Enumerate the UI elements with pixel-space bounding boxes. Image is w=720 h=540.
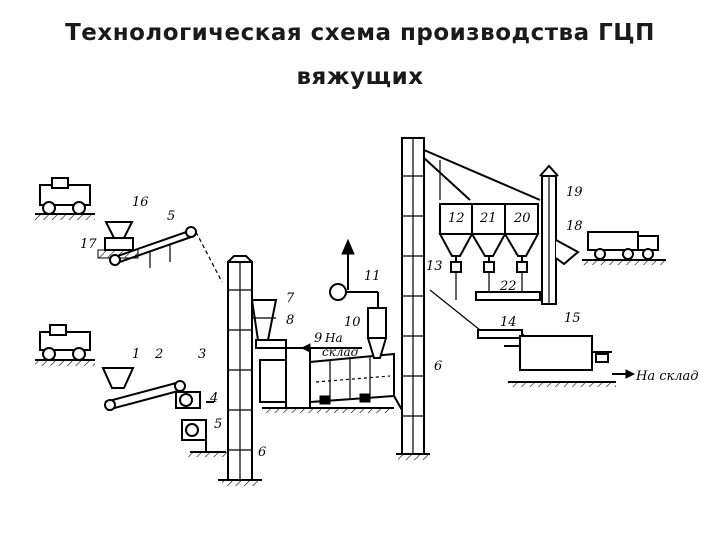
label-12: 12 xyxy=(448,211,465,226)
label-16: 16 xyxy=(132,195,149,210)
label-21: 21 xyxy=(479,211,497,226)
truck-bottom-left xyxy=(35,324,95,366)
hopper-1-conveyor-2 xyxy=(101,367,186,411)
bin-7-feeder-8 xyxy=(250,299,287,349)
truck-top-left xyxy=(35,177,95,220)
label-8: 8 xyxy=(286,313,294,328)
elevator-19-bin-18 xyxy=(539,164,580,305)
label-20: 20 xyxy=(513,211,531,226)
elevator-6-right xyxy=(393,137,541,460)
diagram-title-line-2: вяжущих xyxy=(296,64,424,90)
silos-12-21-20 xyxy=(429,203,541,331)
truck-right xyxy=(582,231,666,265)
label-14: 14 xyxy=(500,315,517,330)
label-2: 2 xyxy=(154,347,163,362)
label-17: 17 xyxy=(80,237,97,252)
cyclone-10-fan-11 xyxy=(300,238,388,359)
label-1: 1 xyxy=(132,347,140,362)
label-10: 10 xyxy=(344,315,361,330)
hopper-16-conveyor-5 xyxy=(97,221,223,283)
label-15: 15 xyxy=(564,311,581,326)
label-22: 22 xyxy=(499,279,517,294)
label-6-right: 6 xyxy=(434,359,442,374)
diagram-title-line-1: Технологическая схема производства ГЦП xyxy=(65,20,655,46)
label-5-bottom: 5 xyxy=(214,417,222,432)
conveyor-14-mill-15 xyxy=(477,329,636,387)
na-sklad-1-line2: склад xyxy=(322,345,359,359)
label-9: 9 xyxy=(314,331,322,346)
label-3: 3 xyxy=(198,347,206,362)
label-7: 7 xyxy=(286,291,295,306)
label-6-left: 6 xyxy=(258,445,266,460)
label-11: 11 xyxy=(364,269,381,284)
na-sklad-2: На склад xyxy=(635,369,699,384)
elevator-6-left xyxy=(218,255,262,486)
label-18: 18 xyxy=(566,219,583,234)
label-19: 19 xyxy=(566,185,583,200)
label-13: 13 xyxy=(426,259,443,274)
label-5-top: 5 xyxy=(167,209,175,224)
crusher-3-4-5 xyxy=(175,391,230,457)
na-sklad-1-line1: На xyxy=(324,331,343,345)
label-4: 4 xyxy=(209,391,218,406)
